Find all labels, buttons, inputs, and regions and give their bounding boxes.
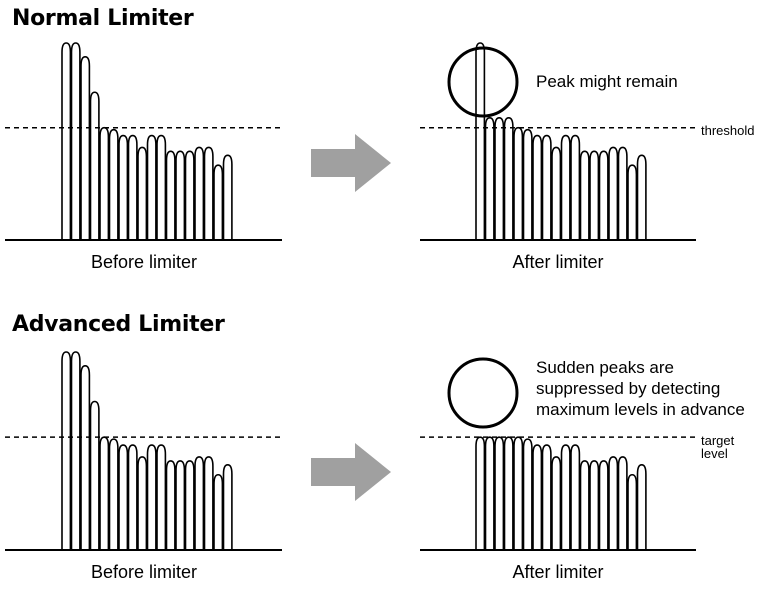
normal-before-pulse bbox=[184, 150, 195, 240]
advanced-after-pulse bbox=[617, 456, 628, 550]
normal-after-pulse bbox=[579, 150, 590, 240]
normal-before-pulse bbox=[61, 42, 72, 240]
advanced-before-pulse bbox=[61, 351, 72, 550]
advanced-after-pulse bbox=[579, 460, 590, 550]
normal-before-pulse bbox=[89, 91, 100, 240]
normal-before-pulse bbox=[175, 150, 186, 240]
advanced-before-pulse bbox=[203, 456, 214, 550]
right-arrow-icon bbox=[311, 134, 391, 192]
normal-after-pulse bbox=[475, 42, 486, 240]
normal-before-pulse bbox=[222, 154, 233, 240]
advanced-after-pulse bbox=[598, 460, 609, 550]
advanced-before-pulse bbox=[146, 444, 157, 550]
sudden-peaks-note: Sudden peaks are suppressed by detecting… bbox=[536, 358, 745, 419]
normal-before-pulse bbox=[70, 42, 81, 240]
peak-might-remain-note: Peak might remain bbox=[536, 72, 678, 91]
advanced-limiter-title: Advanced Limiter bbox=[12, 312, 225, 337]
advanced-before-pulse bbox=[137, 456, 148, 550]
advanced-before-pulse bbox=[99, 436, 110, 550]
right-arrow-icon bbox=[311, 443, 391, 501]
advanced-after-pulse bbox=[475, 436, 486, 550]
normal-before-pulse bbox=[137, 146, 148, 240]
normal-before-pulse bbox=[108, 128, 119, 240]
normal-after-pulse bbox=[532, 134, 543, 240]
normal-after-pulse bbox=[551, 146, 562, 240]
advanced-before-pulse bbox=[194, 456, 205, 550]
advanced-after-pulse bbox=[532, 444, 543, 550]
normal-after-pulse bbox=[484, 117, 495, 240]
advanced-before-pulse bbox=[156, 444, 167, 550]
advanced-before-pulse bbox=[108, 438, 119, 550]
threshold-label: threshold bbox=[701, 123, 755, 138]
peak-remaining-circle bbox=[447, 46, 519, 118]
peak-suppressed-circle bbox=[447, 357, 519, 429]
advanced-after-pulse bbox=[513, 436, 524, 550]
advanced-after-pulse bbox=[570, 444, 581, 550]
advanced-after-pulse bbox=[494, 436, 505, 550]
advanced-before-pulse bbox=[70, 351, 81, 550]
normal-after-pulse bbox=[522, 128, 533, 240]
advanced-after-pulse bbox=[608, 456, 619, 550]
normal-after-pulse bbox=[560, 134, 571, 240]
normal-before-pulse bbox=[194, 146, 205, 240]
normal-after-pulse bbox=[503, 117, 514, 240]
advanced-after-pulse bbox=[636, 464, 647, 550]
normal-before-pulse bbox=[118, 134, 129, 240]
advanced-before-pulse bbox=[118, 444, 129, 550]
normal-after-pulse bbox=[636, 154, 647, 240]
normal-before-pulse bbox=[165, 150, 176, 240]
advanced-after-pulse bbox=[503, 436, 514, 550]
normal-after-caption: After limiter bbox=[512, 252, 604, 272]
normal-before-pulse bbox=[203, 146, 214, 240]
normal-after-pulse bbox=[617, 146, 628, 240]
advanced-after-pulse bbox=[551, 456, 562, 550]
advanced-after-pulse bbox=[627, 473, 638, 550]
normal-after-pulse bbox=[570, 134, 581, 240]
normal-after-pulse bbox=[541, 134, 552, 240]
normal-before-pulse bbox=[146, 134, 157, 240]
normal-before-pulse bbox=[127, 134, 138, 240]
normal-limiter-title: Normal Limiter bbox=[12, 6, 194, 31]
advanced-before-pulse bbox=[175, 460, 186, 550]
normal-before-pulse bbox=[80, 55, 91, 240]
advanced-before-pulse bbox=[222, 464, 233, 550]
advanced-before-caption: Before limiter bbox=[90, 562, 198, 582]
advanced-after-caption: After limiter bbox=[512, 562, 604, 582]
normal-before-caption: Before limiter bbox=[90, 252, 198, 272]
normal-before-pulse bbox=[156, 134, 167, 240]
normal-after-pulse bbox=[589, 150, 600, 240]
advanced-before-pulse bbox=[89, 400, 100, 550]
advanced-before-pulse bbox=[213, 473, 224, 550]
normal-before-pulse bbox=[99, 126, 110, 240]
normal-after-pulse bbox=[598, 150, 609, 240]
advanced-after-pulse bbox=[541, 444, 552, 550]
normal-after-pulse bbox=[494, 117, 505, 240]
advanced-before-pulse bbox=[184, 460, 195, 550]
normal-after-pulse bbox=[513, 126, 524, 240]
advanced-before-pulse bbox=[127, 444, 138, 550]
advanced-after-pulse bbox=[589, 460, 600, 550]
target-level-label: target level bbox=[701, 433, 735, 461]
advanced-before-pulse bbox=[165, 460, 176, 550]
advanced-after-pulse bbox=[522, 438, 533, 550]
advanced-after-pulse bbox=[560, 444, 571, 550]
normal-before-pulse bbox=[213, 164, 224, 240]
advanced-before-pulse bbox=[80, 365, 91, 550]
advanced-after-pulse bbox=[484, 436, 495, 550]
normal-after-pulse bbox=[608, 146, 619, 240]
normal-after-pulse bbox=[627, 164, 638, 240]
